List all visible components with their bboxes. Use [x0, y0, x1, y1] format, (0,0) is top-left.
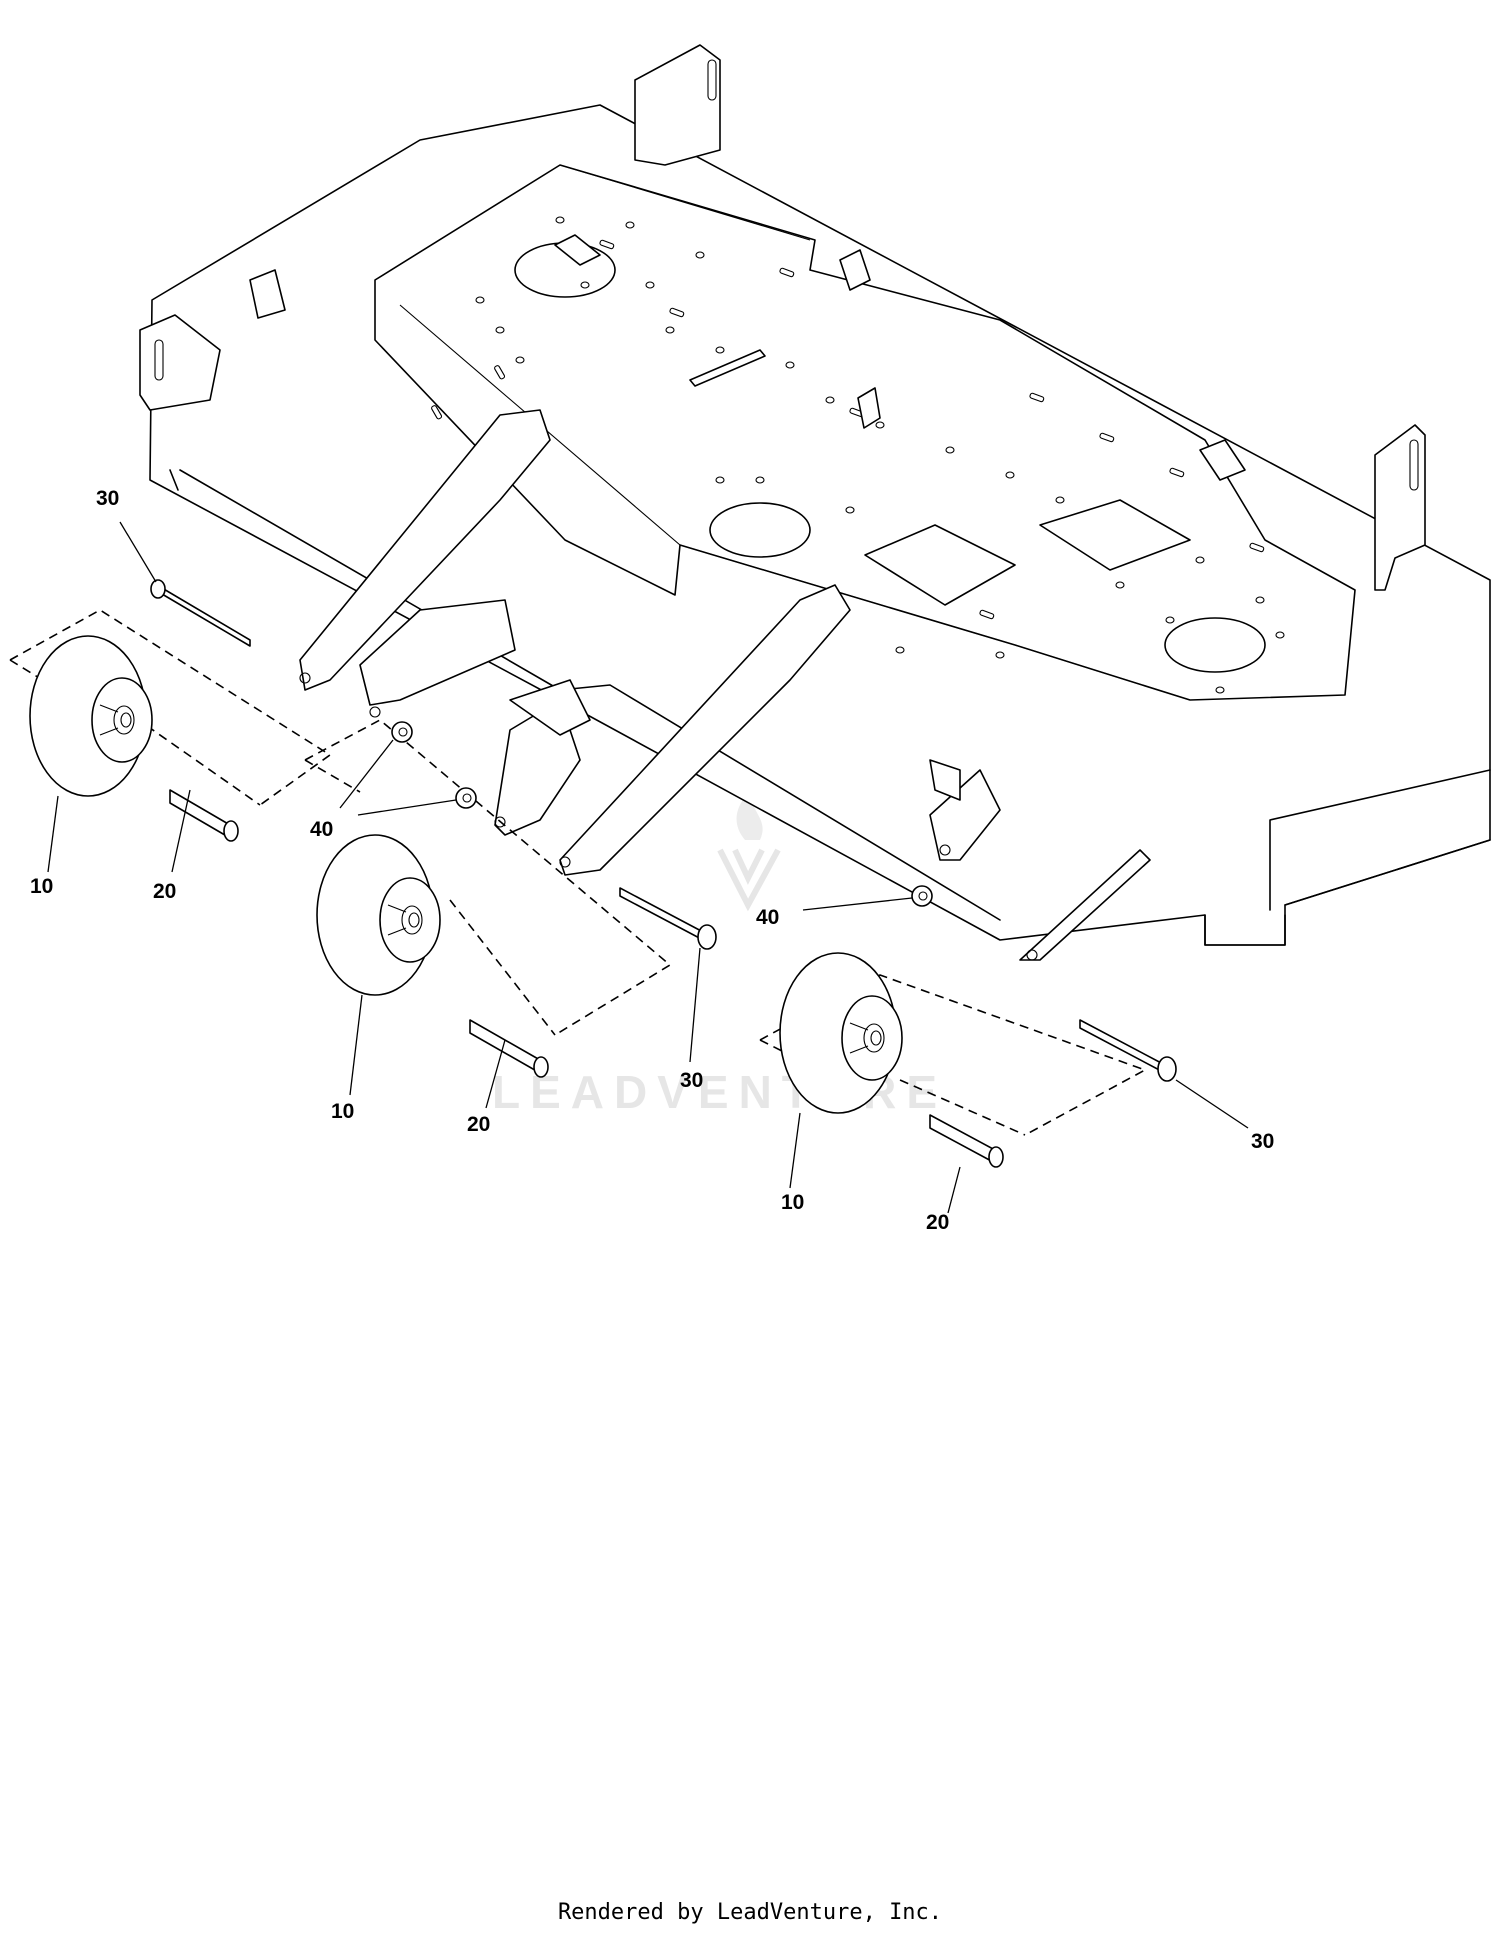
- rear-right-bracket: [1374, 424, 1426, 591]
- access-cover: [1039, 499, 1191, 571]
- callout-30-right: 30: [1251, 1130, 1274, 1153]
- leader-lines: [47, 521, 1249, 1214]
- callout-10-left: 10: [30, 875, 53, 898]
- callout-30-center: 30: [680, 1069, 703, 1092]
- callout-20-center: 20: [467, 1113, 490, 1136]
- wheel-center: [316, 834, 441, 996]
- wheel-left: [29, 635, 153, 797]
- center-cover-plate: [864, 524, 1016, 606]
- nut-3: [911, 885, 933, 907]
- callout-40-left: 40: [310, 818, 333, 841]
- anti-scalp-arm-left: [299, 409, 551, 718]
- nut-2: [455, 787, 477, 809]
- center-slot: [689, 349, 766, 387]
- callout-40-right: 40: [756, 906, 779, 929]
- spacer-left: [169, 789, 239, 842]
- plate-holes: [475, 216, 1285, 694]
- mower-deck: [139, 44, 1491, 946]
- rear-left-bracket: [634, 44, 721, 166]
- bolt-left: [150, 579, 251, 647]
- callouts: 30 10 20 40 10 20 30 40 10 20 30: [30, 487, 1274, 1234]
- anti-scalp-arm-right: [929, 759, 1151, 961]
- callout-20-right: 20: [926, 1211, 949, 1234]
- callout-10-right: 10: [781, 1191, 804, 1214]
- spindle-hole-center: [709, 502, 811, 558]
- spacer-center: [469, 1019, 549, 1078]
- stop-block: [857, 387, 881, 429]
- bolt-center: [619, 887, 717, 950]
- footer-credit: Rendered by LeadVenture, Inc.: [557, 1900, 943, 1925]
- callout-10-center: 10: [331, 1100, 354, 1123]
- left-side-bracket: [139, 314, 221, 411]
- plate-slots: [431, 239, 1265, 620]
- wheel-right: [779, 952, 903, 1114]
- callout-30-left: 30: [96, 487, 119, 510]
- callout-20-left: 20: [153, 880, 176, 903]
- spacer-right: [929, 1114, 1004, 1168]
- bolt-right: [1079, 1019, 1177, 1082]
- spindle-hole-right: [1164, 617, 1266, 673]
- anti-scalp-arm-center: [494, 584, 851, 876]
- nut-1: [391, 721, 413, 743]
